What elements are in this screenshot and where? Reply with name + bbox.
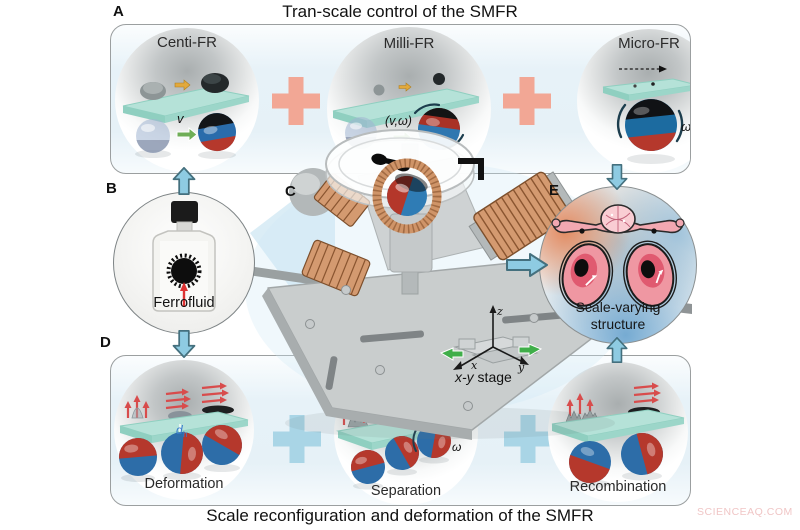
guide-arrow-icon: [398, 82, 412, 92]
panel-label-b: B: [106, 180, 117, 197]
force-arrow-icon: [633, 382, 661, 404]
recombination-title: Recombination: [569, 479, 667, 495]
ferrofluid-bottle-illustration: [152, 201, 216, 312]
coordinate-axes-icon: [453, 305, 529, 370]
scale-varying-caption-1: Scale-varying: [575, 299, 661, 315]
separation-annotation: ω: [452, 440, 461, 454]
flow-arrow-down-icon: [172, 330, 196, 358]
centi-fr-circle: v Centi-FR: [115, 28, 259, 172]
axis-z-label: z: [496, 305, 503, 318]
plus-icon: [272, 77, 320, 125]
electromagnet-coil: [301, 239, 371, 297]
stage-direction-icon: [439, 343, 543, 361]
top-caption: Tran-scale control of the SMFR: [282, 2, 518, 21]
panel-label-c: C: [285, 183, 296, 200]
separation-title: Separation: [370, 483, 442, 499]
watermark: SCIENCEAQ.COM: [697, 506, 793, 518]
flow-arrow-up-icon: [172, 167, 196, 195]
plus-icon: [503, 77, 551, 125]
centi-fr-illustration: v: [122, 73, 250, 159]
panel-label-d: D: [100, 334, 111, 351]
flow-arrow-up-icon: [606, 337, 628, 363]
ferrofluid-circle: Ferrofluid: [113, 192, 255, 334]
axis-y-label: y: [517, 361, 525, 374]
velocity-arrow-icon: [176, 126, 198, 143]
deformation-illustration: d h: [119, 382, 249, 482]
plus-icon: [273, 415, 321, 463]
janus-sphere: [387, 173, 428, 216]
bottle-cap: [171, 201, 198, 223]
dashed-trajectory-icon: [619, 65, 667, 73]
pointer-arrow-icon: [180, 282, 188, 307]
scale-varying-circle: Scale-varying structure: [539, 186, 697, 344]
xy-stage-label: x-y stage: [455, 369, 512, 385]
panel-label-a: A: [113, 3, 124, 20]
recombination-illustration: [551, 382, 685, 489]
gap-annotation: d: [176, 423, 183, 437]
milli-annotation: (v,ω): [385, 114, 412, 128]
left-lobe: [558, 240, 614, 310]
ferrofluid-spike-icon: [171, 258, 197, 284]
rotation-arc-icon: [616, 103, 684, 143]
recombination-circle: Recombination: [548, 362, 688, 502]
plus-icon: [504, 415, 552, 463]
flow-arrow-down-icon: [606, 164, 628, 190]
centi-annotation: v: [177, 111, 185, 126]
force-arrow-icon: [566, 393, 594, 416]
bottom-caption: Scale reconfiguration and deformation of…: [206, 506, 594, 525]
axis-x-label: x: [471, 359, 478, 372]
micro-fr-illustration: ω: [602, 65, 691, 164]
electromagnet-coil: [468, 171, 576, 261]
right-lobe: [623, 240, 677, 310]
anatomy-illustration: [551, 204, 685, 310]
scale-varying-caption-2: structure: [590, 316, 646, 332]
panel-label-e: E: [549, 182, 560, 199]
panel-a-box: v Centi-FR: [110, 24, 691, 174]
micro-fr-title: Micro-FR: [618, 35, 680, 52]
micro-annotation: ω: [681, 119, 691, 134]
ferrofluid-caption: Ferrofluid: [153, 295, 215, 311]
xy-stage: z x y: [439, 305, 543, 374]
milli-fr-title: Milli-FR: [383, 35, 435, 52]
deformation-title: Deformation: [144, 476, 224, 492]
guide-arrow-icon: [174, 79, 191, 91]
force-arrow-icon: [201, 382, 229, 404]
micro-fr-circle: ω Micro-FR: [577, 29, 691, 173]
force-arrow-icon: [165, 388, 191, 410]
flow-arrow-right-icon: [506, 253, 548, 277]
deformation-circle: d h Deformation: [114, 360, 254, 500]
gap-annotation-sub: h: [183, 430, 187, 439]
centi-fr-title: Centi-FR: [156, 34, 217, 51]
